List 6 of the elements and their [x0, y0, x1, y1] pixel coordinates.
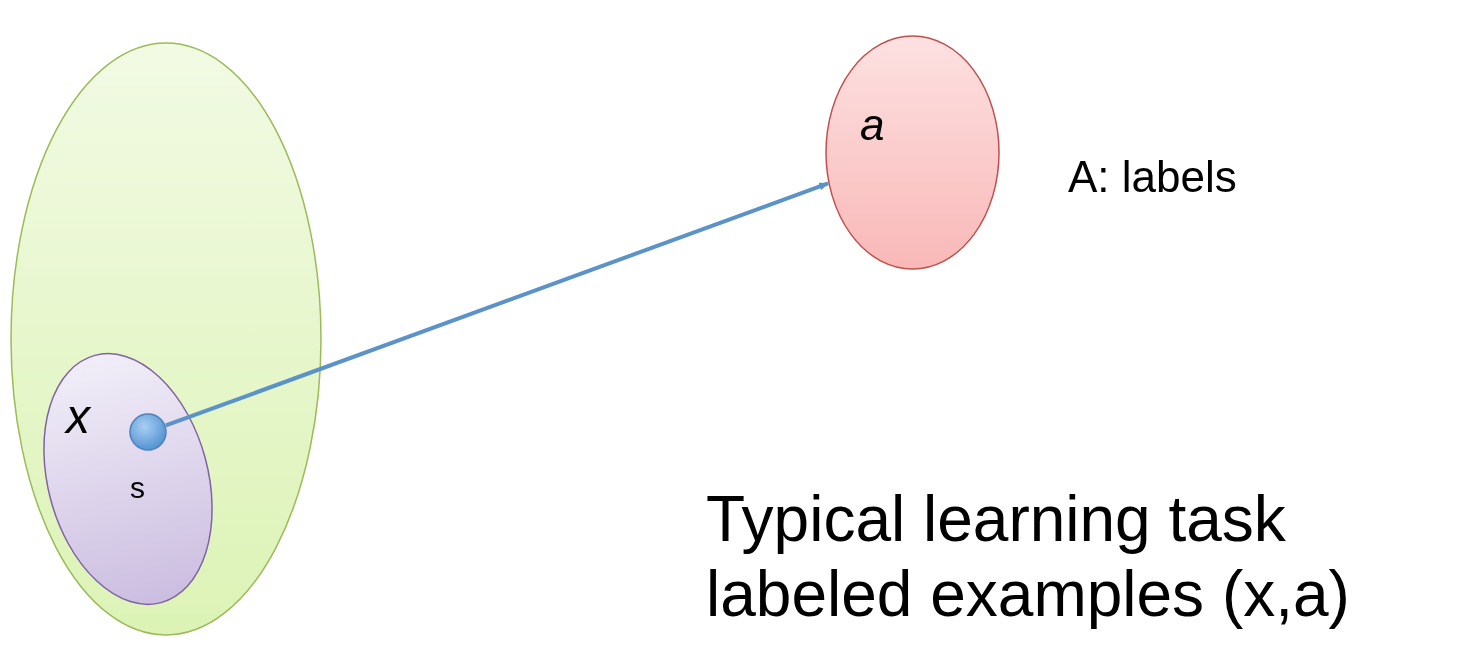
set-label: s — [130, 473, 145, 503]
arrow — [165, 181, 829, 428]
set-label: a — [860, 103, 885, 147]
caption: Typical learning task labeled examples (x,a) — [706, 482, 1351, 632]
point-label: x — [66, 393, 90, 441]
set-description: A: labels — [1068, 155, 1237, 199]
